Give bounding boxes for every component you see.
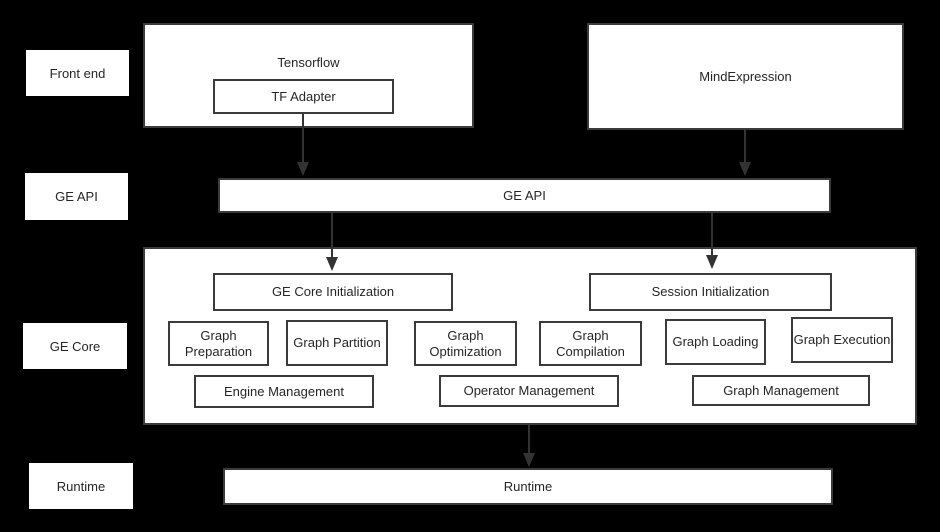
row-label-ge-core: GE Core xyxy=(23,323,127,369)
arrow-tf-adapter-to-ge-api xyxy=(297,114,309,176)
tf-adapter-box: TF Adapter xyxy=(213,79,394,114)
mindexpression-box: MindExpression xyxy=(587,23,904,130)
operator-management-box: Operator Management xyxy=(439,375,619,407)
arrow-line xyxy=(744,130,746,162)
tensorflow-box: Tensorflow TF Adapter xyxy=(143,23,474,128)
arrow-head-icon xyxy=(706,255,718,269)
row-label-runtime: Runtime xyxy=(29,463,133,509)
graph-management-box: Graph Management xyxy=(692,375,870,406)
row-label-front-end: Front end xyxy=(26,50,129,96)
arrow-line xyxy=(528,425,530,453)
session-initialization-box: Session Initialization xyxy=(589,273,832,311)
stage-box-graph-partition: Graph Partition xyxy=(286,320,388,366)
stage-box-graph-preparation: Graph Preparation xyxy=(168,321,269,366)
ge-api-box: GE API xyxy=(218,178,831,213)
stage-box-graph-optimization: Graph Optimization xyxy=(414,321,517,366)
row-label-ge-api: GE API xyxy=(25,173,128,220)
engine-management-box: Engine Management xyxy=(194,375,374,408)
stage-box-graph-compilation: Graph Compilation xyxy=(539,321,642,366)
arrow-head-icon xyxy=(739,162,751,176)
arrow-ge-api-to-ge-core-initialization xyxy=(326,213,338,271)
arrow-line xyxy=(302,114,304,162)
arrow-head-icon xyxy=(326,257,338,271)
arrow-line xyxy=(711,213,713,255)
runtime-box: Runtime xyxy=(223,468,833,505)
arrow-line xyxy=(331,213,333,257)
tensorflow-label: Tensorflow xyxy=(277,55,340,70)
stage-box-graph-loading: Graph Loading xyxy=(665,319,766,365)
arrow-mindexpression-to-ge-api xyxy=(739,130,751,176)
ge-core-initialization-box: GE Core Initialization xyxy=(213,273,453,311)
stage-box-graph-execution: Graph Execution xyxy=(791,317,893,363)
arrow-head-icon xyxy=(297,162,309,176)
arrow-ge-core-to-runtime xyxy=(523,425,535,467)
arrow-head-icon xyxy=(523,453,535,467)
arrow-ge-api-to-session-initialization xyxy=(706,213,718,269)
